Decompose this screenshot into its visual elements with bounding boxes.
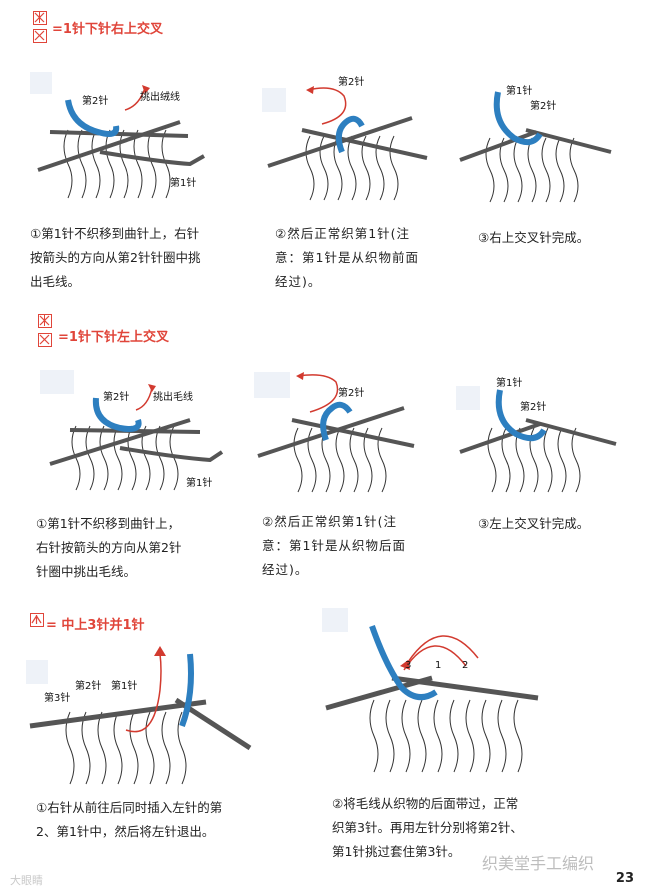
label-needle-2: 第2针 [82,96,109,107]
knitting-diagram [459,91,612,203]
decrease-symbol-icon [30,613,44,627]
step-caption: ②然后正常织第1针(注意：第1针是从织物前面经过)。 [275,226,419,289]
label-needle-1: 第1针 [186,478,213,489]
step-caption: ②将毛线从织物的后面带过，正常织第3针。再用左针分别将第2针、第1针挑过套住第3… [332,796,523,859]
knitting-diagram [322,608,539,773]
label-pull-yarn: 挑出毛线 [153,392,193,403]
label-needle-1: 第1针 [506,86,533,97]
label-stitch-1: 1 [435,660,442,671]
knitting-diagram [40,370,224,491]
label-needle-2: 第2针 [75,681,102,692]
knitting-diagram [456,386,617,493]
step-caption: ③右上交叉针完成。 [478,230,590,245]
label-needle-2: 第2针 [530,101,557,112]
section-title: =1针下针右上交叉 [52,22,163,37]
knitting-diagram [254,372,415,493]
label-stitch-2: 2 [462,660,469,671]
label-needle-1: 第1针 [496,378,523,389]
label-needle-2: 第2针 [338,77,365,88]
step-caption: ③左上交叉针完成。 [478,516,590,531]
watermark: 织美堂手工编织 [482,854,595,873]
cross-symbol-icon [38,314,52,328]
label-needle-3: 第3针 [44,693,71,704]
page-number: 23 [615,871,634,886]
step-caption: ①第1针不织移到曲针上，右针按箭头的方向从第2针针圈中挑出毛线。 [30,226,201,289]
label-pull-yarn: 挑出绒线 [140,92,180,103]
knitting-diagram [26,646,252,785]
cross-symbol-icon [38,333,52,347]
label-needle-1: 第1针 [111,681,138,692]
section-title: =1针下针左上交叉 [58,330,169,345]
label-needle-2: 第2针 [338,388,365,399]
watermark-left: 大眼睛 [10,874,43,887]
section-title: = 中上3针并1针 [46,618,145,633]
label-stitch-3: 3 [405,660,412,671]
label-needle-2: 第2针 [520,402,547,413]
knitting-diagram [262,86,428,201]
label-needle-1: 第1针 [170,178,197,189]
cross-symbol-icon [33,29,47,43]
step-caption: ②然后正常织第1针(注意：第1针是从织物后面经过)。 [262,514,406,577]
cross-symbol-icon [33,11,47,25]
label-needle-2: 第2针 [103,392,130,403]
step-caption: ①第1针不织移到曲针上，右针按箭头的方向从第2针针圈中挑出毛线。 [36,516,182,579]
knitting-diagram [30,72,205,199]
